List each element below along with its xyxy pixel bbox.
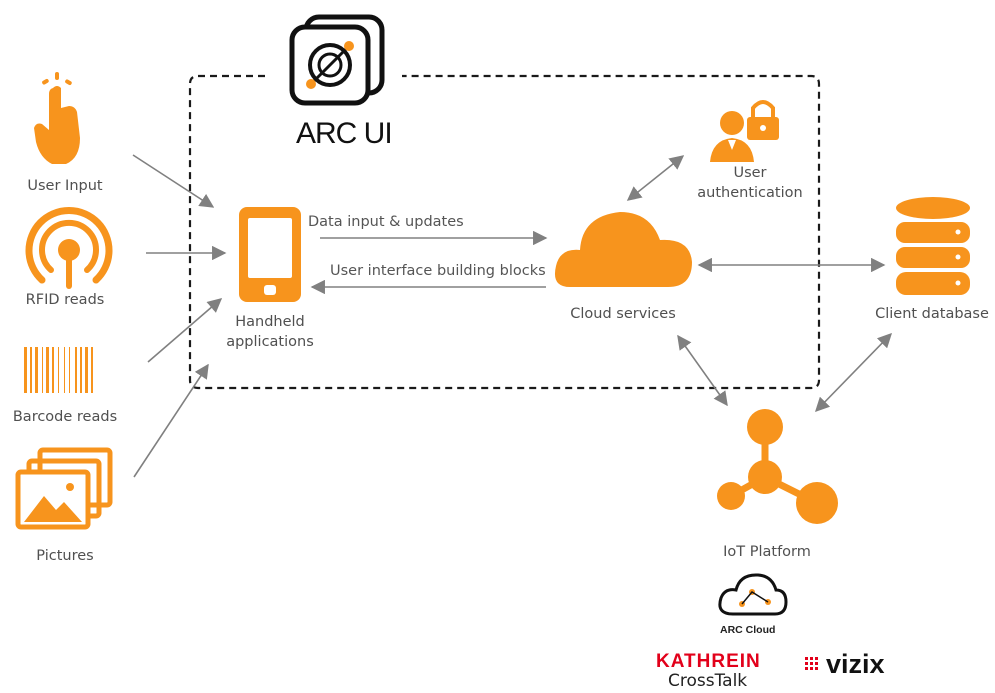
vizix-logo: vizix [826, 649, 885, 679]
arrow-barcode-to-handheld [147, 298, 223, 363]
label-handheld-line1: Handheld [235, 314, 305, 330]
label-user-auth-line2: authentication [697, 185, 803, 201]
label-client-database: Client database [875, 306, 989, 322]
arrow-cloud-iot [677, 334, 728, 407]
handheld-phone-icon [239, 207, 301, 302]
label-user-input: User Input [27, 178, 103, 194]
arrow-database-iot [814, 332, 893, 413]
label-user-auth: User authentication [690, 163, 810, 203]
crosstalk-label: CrossTalk [668, 671, 748, 691]
label-handheld-line2: applications [226, 334, 314, 350]
hand-pointer-icon [34, 72, 80, 164]
arc-cloud-label: ARC Cloud [720, 624, 776, 636]
label-user-auth-line1: User [733, 165, 767, 181]
arc-cloud-logo [718, 573, 788, 616]
arrow-pictures-to-handheld [133, 363, 209, 478]
label-barcode-reads: Barcode reads [12, 409, 118, 425]
diagram-title: ARC UI [296, 117, 393, 150]
rfid-icon [25, 207, 113, 289]
user-lock-icon [710, 100, 779, 162]
vizix-dots-logo [805, 657, 818, 670]
label-handheld: Handheld applications [218, 312, 322, 352]
label-data-input: Data input & updates [308, 214, 464, 230]
label-cloud-services: Cloud services [570, 306, 676, 322]
label-ui-building-blocks: User interface building blocks [330, 263, 546, 279]
label-iot-platform: IoT Platform [723, 544, 811, 560]
database-icon [896, 197, 970, 295]
arrow-user-input-to-handheld [132, 154, 215, 208]
cloud-icon [554, 212, 692, 287]
arrow-cloud-auth [626, 155, 685, 201]
label-pictures: Pictures [36, 548, 94, 564]
kathrein-logo: KATHREIN [656, 651, 761, 672]
arc-ui-boundary [188, 74, 821, 390]
barcode-icon [24, 347, 93, 393]
pictures-icon [15, 447, 113, 530]
label-rfid-reads: RFID reads [25, 292, 105, 308]
connector-arrows [132, 154, 893, 478]
arc-ui-logo [289, 14, 385, 106]
iot-network-icon [717, 409, 838, 524]
